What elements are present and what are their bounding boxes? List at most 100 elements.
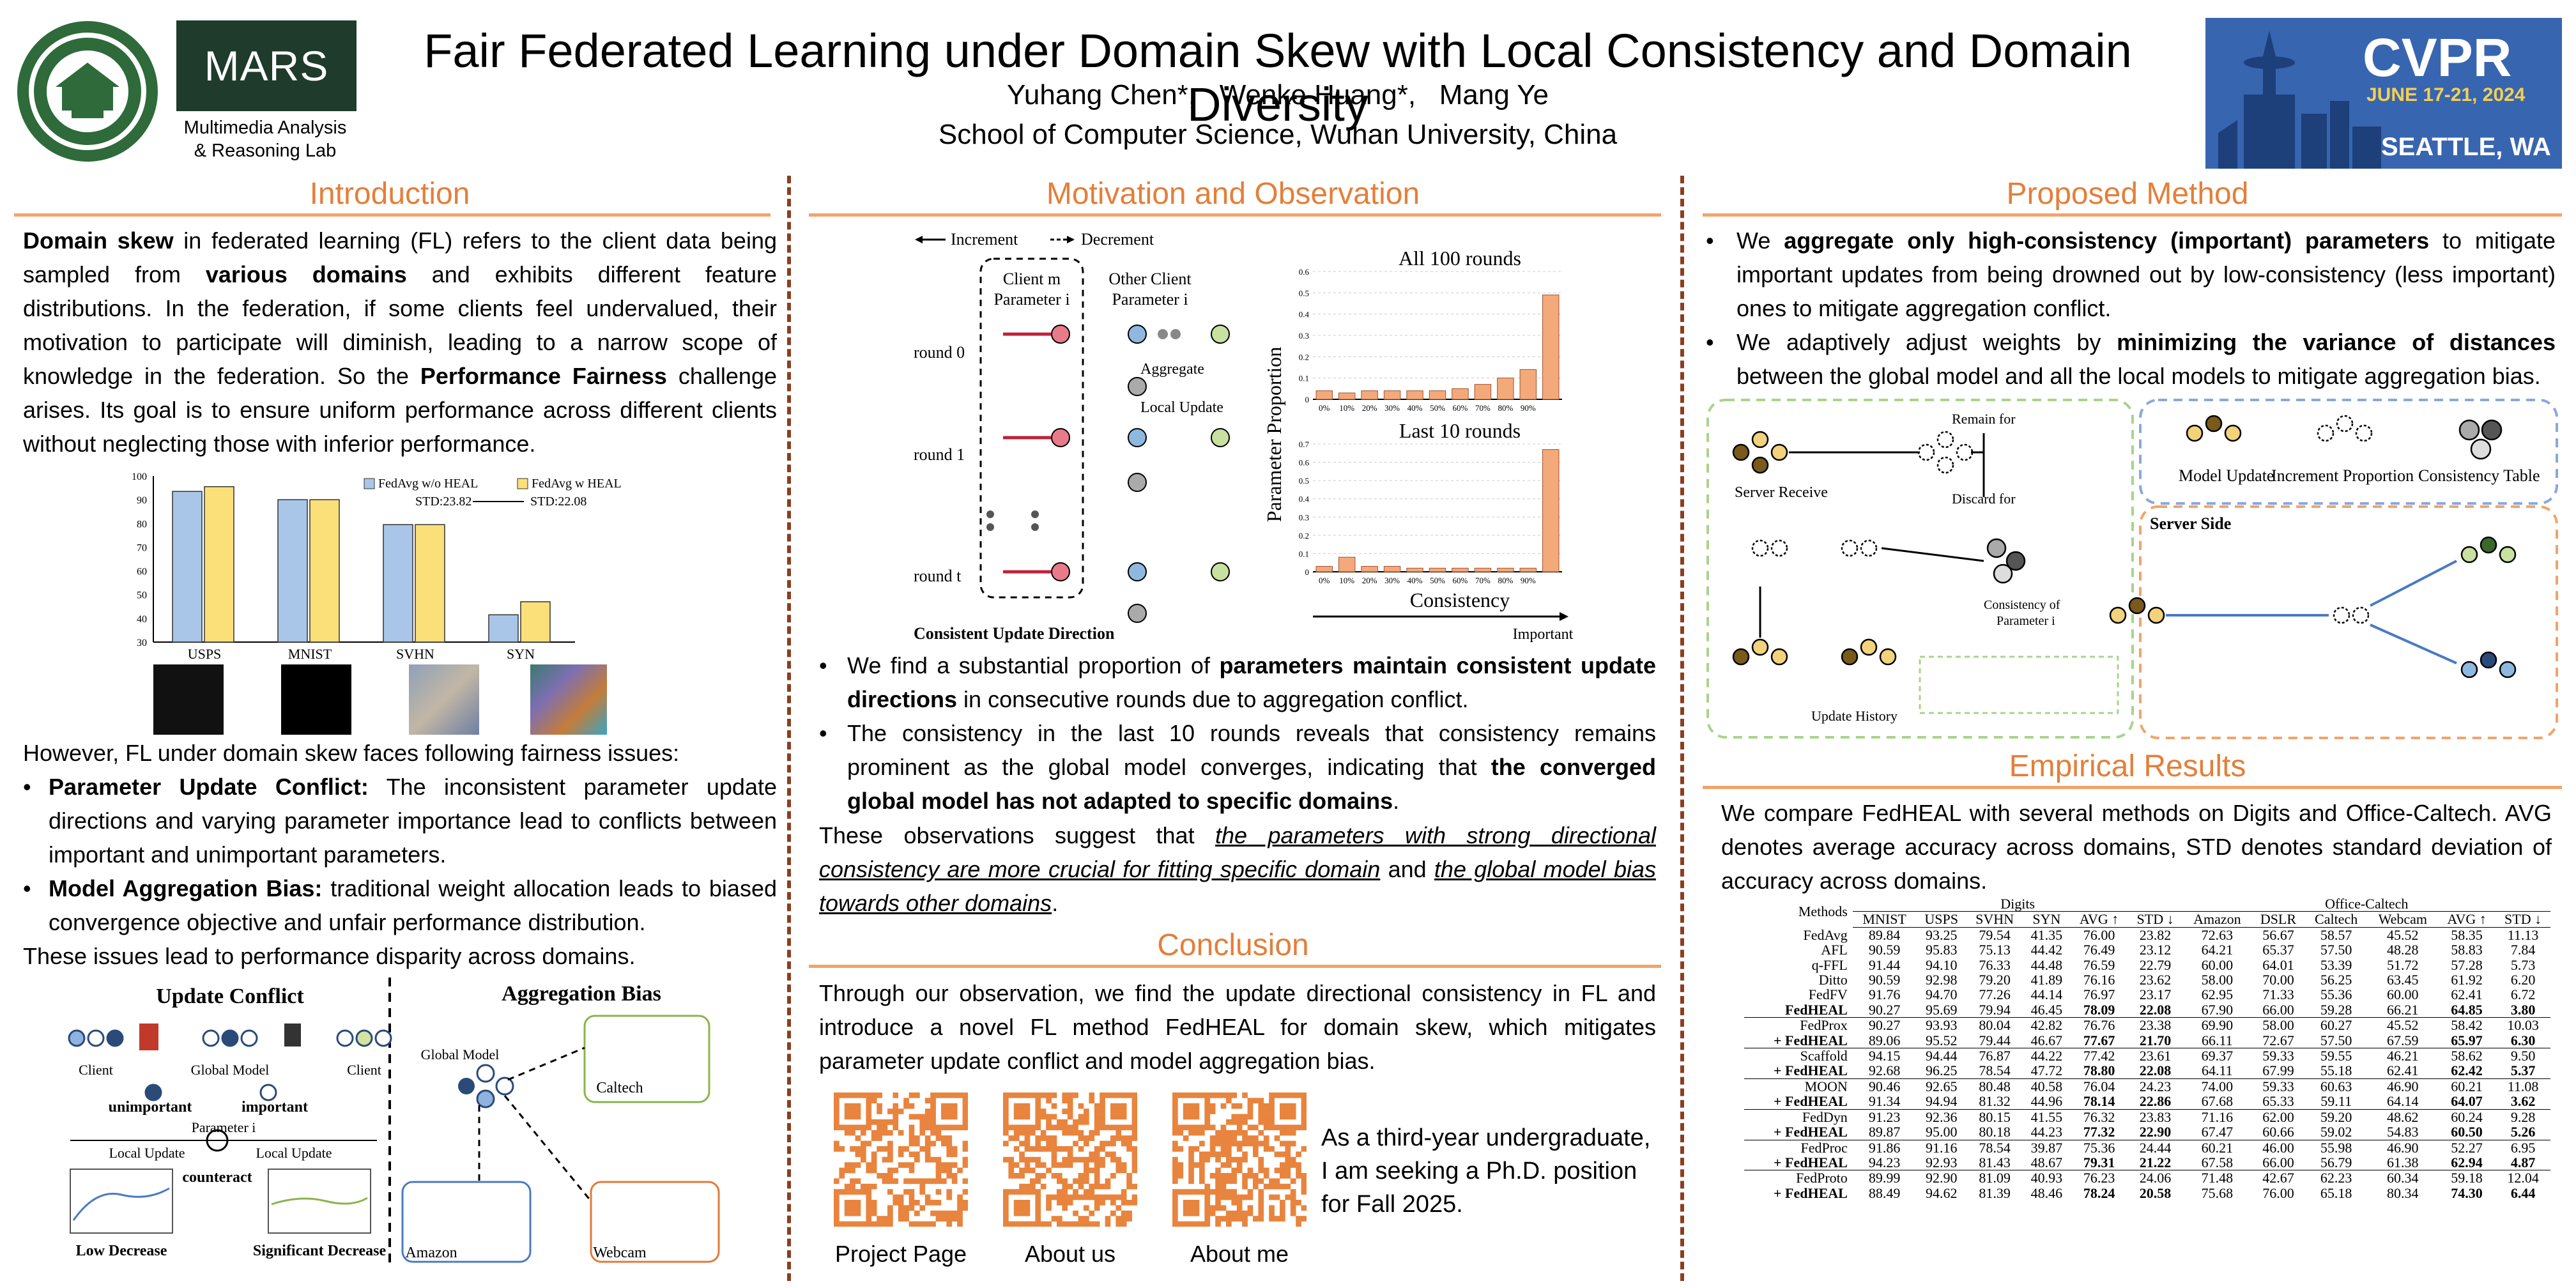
- qr-module: [1236, 1130, 1243, 1136]
- qr-module: [1215, 1167, 1221, 1174]
- aggregate-label: Aggregate: [1140, 361, 1204, 378]
- qr-module: [887, 1167, 893, 1174]
- table-cell: 78.54: [1966, 1139, 2023, 1155]
- qr-module: [861, 1156, 866, 1163]
- qr-module: [1226, 1146, 1232, 1152]
- qr-module: [1188, 1114, 1194, 1120]
- qr-module: [1121, 1135, 1127, 1141]
- table-cell: 48.62: [2367, 1108, 2438, 1125]
- qr-module: [1183, 1221, 1189, 1227]
- qr-module: [887, 1221, 893, 1227]
- qr-module: [946, 1146, 953, 1152]
- qr-module: [1062, 1146, 1068, 1152]
- qr-module: [1024, 1205, 1031, 1211]
- table-cell: 23.61: [2128, 1048, 2183, 1064]
- qr-project-page[interactable]: [834, 1092, 969, 1227]
- qr-module: [1089, 1221, 1095, 1227]
- table-cell: 76.87: [1966, 1048, 2023, 1064]
- qr-module: [866, 1221, 872, 1227]
- table-cell: 5.26: [2510, 1124, 2536, 1140]
- qr-module: [1204, 1200, 1211, 1206]
- qr-module: [1024, 1108, 1031, 1114]
- qr-module: [1258, 1140, 1264, 1147]
- dataset-samples: [153, 664, 639, 741]
- qr-module: [866, 1162, 872, 1168]
- qr-module: [1226, 1162, 1232, 1168]
- qr-module: [1247, 1205, 1254, 1211]
- table-cell: 58.00: [2201, 972, 2234, 988]
- method-name: AFL: [1821, 942, 1848, 958]
- qr-module: [1263, 1124, 1269, 1131]
- qr-module: [930, 1108, 936, 1114]
- qr-module: [1089, 1167, 1095, 1174]
- qr-module: [887, 1130, 893, 1136]
- consistency-param-label: Parameter i: [1997, 614, 2055, 628]
- column-header: SVHN: [1966, 911, 2023, 928]
- qr-module: [914, 1151, 920, 1158]
- qr-about-us[interactable]: [1003, 1092, 1138, 1227]
- qr-module: [1057, 1162, 1062, 1168]
- y-tick-label: 0.2: [1299, 352, 1309, 362]
- intro-conclusion: These issues lead to performance dispari…: [23, 943, 636, 969]
- table-cell: 46.90: [2367, 1078, 2438, 1094]
- qr-module: [1084, 1178, 1089, 1184]
- qr-module: [1003, 1210, 1009, 1216]
- qr-module: [855, 1108, 861, 1114]
- qr-module: [844, 1210, 850, 1216]
- table-cell: 90.27: [1852, 1017, 1917, 1033]
- table-cell: 77.67: [2083, 1032, 2115, 1048]
- qr-module: [877, 1124, 882, 1131]
- chart-xlabel: Consistency: [1410, 588, 1510, 611]
- bar: [415, 524, 445, 643]
- qr-module: [1089, 1194, 1095, 1200]
- qr-module: [1121, 1124, 1127, 1131]
- qr-module: [1019, 1183, 1025, 1190]
- qr-module: [834, 1210, 839, 1216]
- qr-module: [1078, 1183, 1084, 1190]
- qr-module: [924, 1156, 931, 1163]
- qr-module: [903, 1103, 909, 1109]
- qr-module: [871, 1130, 877, 1136]
- qr-module: [1030, 1124, 1036, 1131]
- qr-module: [844, 1162, 850, 1168]
- qr-module: [924, 1178, 931, 1184]
- table-cell: 46.45: [2030, 1001, 2063, 1018]
- qr-module: [1084, 1156, 1089, 1163]
- qr-module: [941, 1092, 947, 1098]
- y-tick-label: 0: [1305, 567, 1310, 577]
- qr-module: [1067, 1162, 1073, 1168]
- qr-module: [1193, 1124, 1200, 1131]
- table-cell: 64.14: [2387, 1093, 2419, 1110]
- qr-module: [946, 1210, 953, 1216]
- table-cell: 75.36: [2070, 1139, 2128, 1155]
- y-tick-label: 70: [137, 542, 147, 553]
- qr-module: [871, 1200, 877, 1206]
- bar: [1315, 565, 1333, 572]
- qr-module: [855, 1205, 861, 1211]
- table-cell: 59.20: [2304, 1108, 2368, 1125]
- increment-proportion-legend: Increment Proportion: [2271, 466, 2414, 485]
- qr-module: [1051, 1162, 1057, 1168]
- qr-module: [1094, 1200, 1100, 1206]
- round-1-label: round 1: [914, 445, 965, 464]
- table-cell: 61.92: [2451, 972, 2483, 988]
- table-cell: 58.62: [2437, 1048, 2496, 1064]
- qr-module: [1280, 1162, 1285, 1168]
- qr-module: [893, 1178, 899, 1184]
- qr-module: [941, 1140, 947, 1147]
- qr-about-me[interactable]: [1172, 1092, 1307, 1227]
- column-header: STD ↓: [2128, 911, 2183, 928]
- other-param-label: Parameter i: [1112, 290, 1188, 309]
- table-cell: 75.68: [2201, 1184, 2234, 1201]
- qr-module: [1188, 1189, 1194, 1195]
- qr-module: [898, 1216, 904, 1222]
- consistency-table-legend: Consistency Table: [2418, 466, 2540, 485]
- y-tick-label: 0.1: [1299, 374, 1309, 383]
- qr-module: [898, 1200, 904, 1206]
- results-title: Empirical Results: [2009, 749, 2246, 783]
- qr-module: [1003, 1156, 1009, 1163]
- table-cell: 91.44: [1868, 956, 1901, 973]
- qr-module: [1301, 1183, 1307, 1190]
- qr-module: [1078, 1194, 1084, 1200]
- qr-module: [957, 1124, 963, 1131]
